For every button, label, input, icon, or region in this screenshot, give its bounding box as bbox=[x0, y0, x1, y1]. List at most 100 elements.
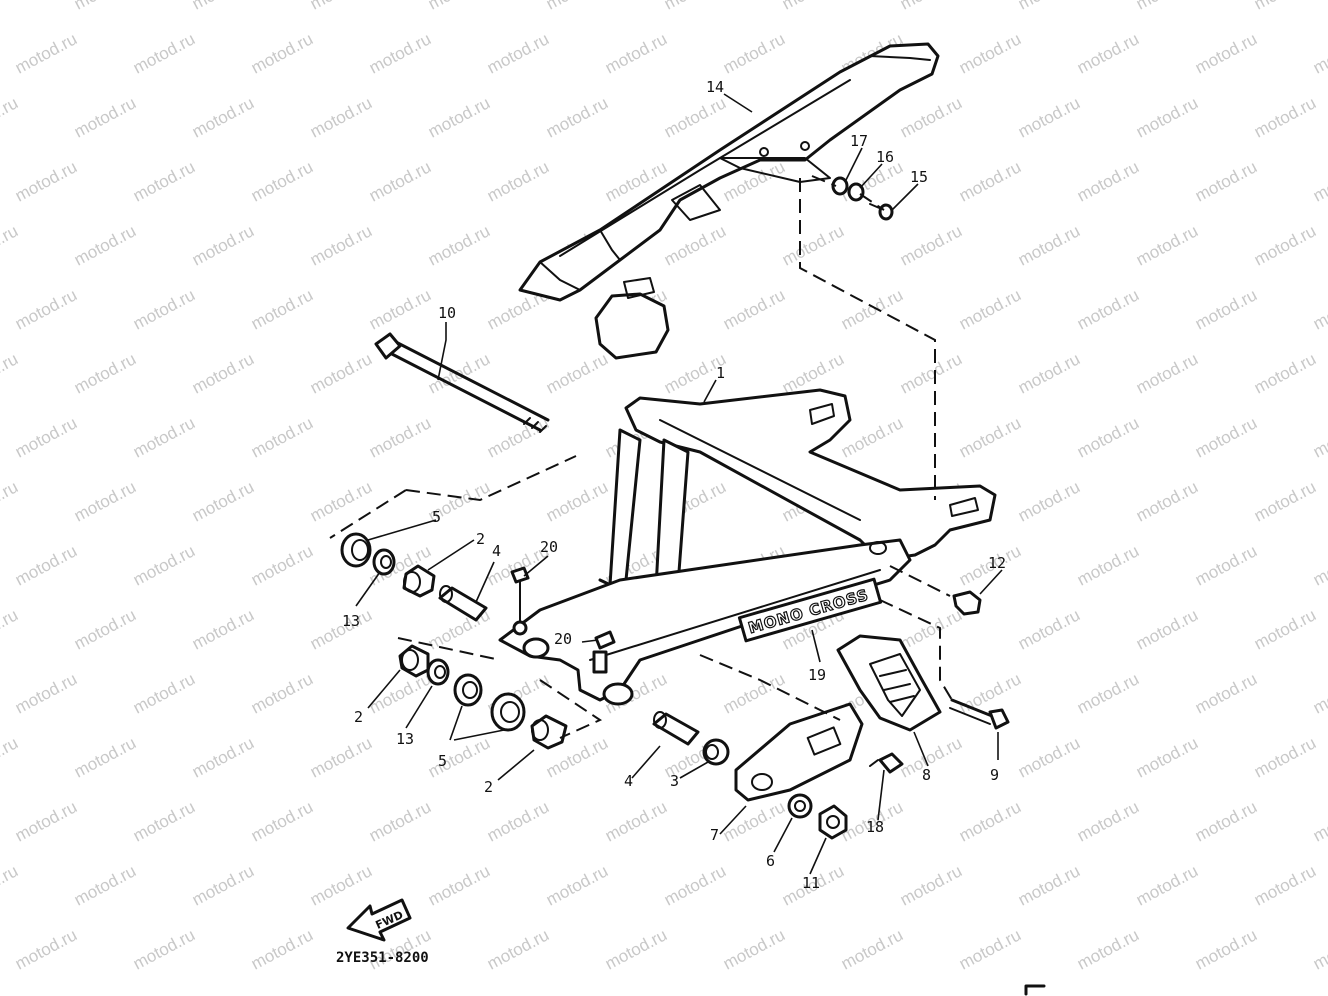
watermark-text: motod.ru bbox=[779, 221, 847, 269]
watermark-text: motod.ru bbox=[1251, 733, 1319, 781]
watermark-text: motod.ru bbox=[366, 669, 434, 717]
watermark-text: motod.ru bbox=[425, 733, 493, 781]
watermark-text: motod.ru bbox=[1015, 477, 1083, 525]
callout-17: 17 bbox=[850, 132, 868, 150]
watermark-text: motod.ru bbox=[189, 0, 257, 14]
watermark-text: motod.ru bbox=[1133, 221, 1201, 269]
watermark-text: motod.ru bbox=[12, 925, 80, 973]
watermark-text: motod.ru bbox=[0, 93, 21, 141]
watermark-text: motod.ru bbox=[248, 285, 316, 333]
watermark-text: motod.ru bbox=[1133, 605, 1201, 653]
watermark-text: motod.ru bbox=[0, 605, 21, 653]
watermark-text: motod.ru bbox=[1192, 541, 1260, 589]
callout-3: 3 bbox=[670, 772, 679, 790]
watermark-text: motod.ru bbox=[956, 669, 1024, 717]
callout-13-top: 13 bbox=[342, 612, 360, 630]
chain-case bbox=[518, 42, 940, 360]
watermark-text: motod.ru bbox=[1074, 925, 1142, 973]
watermark-text: motod.ru bbox=[1310, 925, 1328, 973]
callout-14: 14 bbox=[706, 78, 724, 96]
watermark-text: motod.ru bbox=[130, 669, 198, 717]
watermark-text: motod.ru bbox=[720, 797, 788, 845]
watermark-text: motod.ru bbox=[12, 285, 80, 333]
watermark-text: motod.ru bbox=[1251, 221, 1319, 269]
watermark-text: motod.ru bbox=[366, 285, 434, 333]
callout-5-bottom: 5 bbox=[438, 752, 447, 770]
watermark-text: motod.ru bbox=[1251, 861, 1319, 909]
callout-13-bottom: 13 bbox=[396, 730, 414, 748]
watermark-text: motod.ru bbox=[130, 797, 198, 845]
watermark-text: motod.ru bbox=[484, 797, 552, 845]
pivot-bushings bbox=[340, 532, 568, 750]
watermark-text: motod.ru bbox=[1074, 797, 1142, 845]
watermark-text: motod.ru bbox=[956, 29, 1024, 77]
watermark-text: motod.ru bbox=[12, 413, 80, 461]
callout-5-top: 5 bbox=[432, 508, 441, 526]
watermark-text: motod.ru bbox=[189, 93, 257, 141]
watermark-text: motod.ru bbox=[838, 925, 906, 973]
watermark-text: motod.ru bbox=[71, 349, 139, 397]
callout-20-top: 20 bbox=[540, 538, 558, 556]
watermark-text: motod.ru bbox=[897, 861, 965, 909]
watermark-text: motod.ru bbox=[1251, 93, 1319, 141]
watermark-text: motod.ru bbox=[1133, 93, 1201, 141]
watermark-text: motod.ru bbox=[307, 861, 375, 909]
watermark-text: motod.ru bbox=[1015, 221, 1083, 269]
watermark-text: motod.ru bbox=[71, 733, 139, 781]
callout-15: 15 bbox=[910, 168, 928, 186]
callout-9: 9 bbox=[990, 766, 999, 784]
watermark-text: motod.ru bbox=[543, 0, 611, 14]
swingarm: MONO CROSS bbox=[498, 388, 997, 706]
callout-19: 19 bbox=[808, 666, 826, 684]
watermark-text: motod.ru bbox=[720, 669, 788, 717]
watermark-text: motod.ru bbox=[1133, 733, 1201, 781]
watermark-text: motod.ru bbox=[661, 0, 729, 14]
watermark-text: motod.ru bbox=[1015, 733, 1083, 781]
callout-10: 10 bbox=[438, 304, 456, 322]
watermark-text: motod.ru bbox=[838, 157, 906, 205]
watermark-text: motod.ru bbox=[1310, 285, 1328, 333]
watermark-text: motod.ru bbox=[189, 349, 257, 397]
watermark-text: motod.ru bbox=[1074, 29, 1142, 77]
watermark-text: motod.ru bbox=[71, 861, 139, 909]
watermark-text: motod.ru bbox=[248, 157, 316, 205]
corner-mark bbox=[1024, 984, 1046, 996]
watermark-text: motod.ru bbox=[956, 285, 1024, 333]
callout-20-bottom: 20 bbox=[554, 630, 572, 648]
watermark-text: motod.ru bbox=[484, 925, 552, 973]
watermark-text: motod.ru bbox=[0, 221, 21, 269]
relay-arm-parts bbox=[652, 590, 1010, 840]
watermark-text: motod.ru bbox=[543, 93, 611, 141]
watermark-text: motod.ru bbox=[12, 669, 80, 717]
watermark-text: motod.ru bbox=[1192, 669, 1260, 717]
watermark-text: motod.ru bbox=[1310, 797, 1328, 845]
watermark-text: motod.ru bbox=[1251, 477, 1319, 525]
watermark-text: motod.ru bbox=[1074, 285, 1142, 333]
watermark-text: motod.ru bbox=[956, 413, 1024, 461]
watermark-text: motod.ru bbox=[0, 0, 21, 14]
watermark-text: motod.ru bbox=[779, 0, 847, 14]
callout-7: 7 bbox=[710, 826, 719, 844]
watermark-text: motod.ru bbox=[248, 29, 316, 77]
leader-lines bbox=[355, 93, 1003, 875]
watermark-text: motod.ru bbox=[1310, 413, 1328, 461]
callout-1: 1 bbox=[716, 364, 725, 382]
watermark-text: motod.ru bbox=[189, 733, 257, 781]
fwd-arrow-icon: FWD bbox=[346, 898, 412, 942]
watermark-text: motod.ru bbox=[543, 477, 611, 525]
watermark-text: motod.ru bbox=[1192, 413, 1260, 461]
watermark-text: motod.ru bbox=[307, 221, 375, 269]
callout-2-bottom: 2 bbox=[484, 778, 493, 796]
callout-16: 16 bbox=[876, 148, 894, 166]
grease-nipples bbox=[510, 566, 616, 674]
callout-2-left: 2 bbox=[354, 708, 363, 726]
watermark-text: motod.ru bbox=[897, 733, 965, 781]
watermark-text: motod.ru bbox=[897, 349, 965, 397]
watermark-text: motod.ru bbox=[1251, 605, 1319, 653]
watermark-text: motod.ru bbox=[12, 541, 80, 589]
watermark-text: motod.ru bbox=[1310, 541, 1328, 589]
watermark-text: motod.ru bbox=[189, 221, 257, 269]
watermark-text: motod.ru bbox=[425, 0, 493, 14]
watermark-text: motod.ru bbox=[0, 477, 21, 525]
